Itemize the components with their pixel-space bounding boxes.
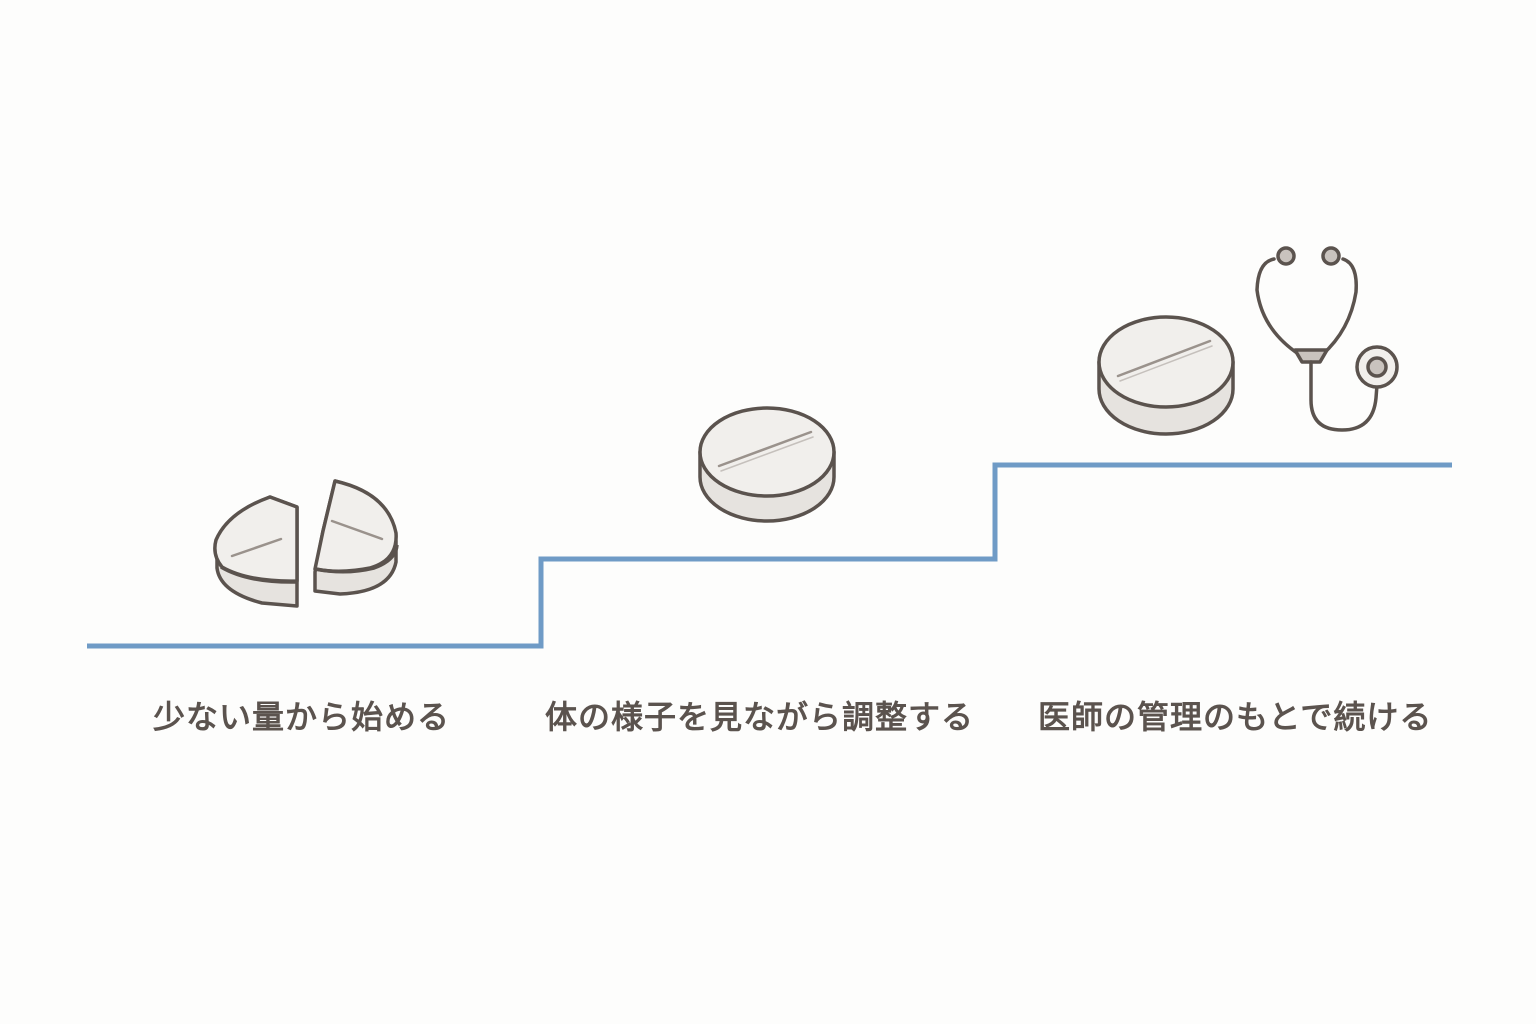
staircase-line xyxy=(87,462,1452,649)
step-2-label: 体の様子を見ながら調整する xyxy=(545,698,975,736)
pill-half-right xyxy=(313,479,399,596)
pill-icon xyxy=(698,406,836,523)
pill-icon xyxy=(1097,315,1235,436)
stethoscope-icon xyxy=(1255,246,1399,432)
pill-half-left xyxy=(213,495,299,608)
step-3-label: 医師の管理のもとで続ける xyxy=(1038,698,1433,736)
split-pill-icon xyxy=(213,479,399,608)
step-1-label: 少ない量から始める xyxy=(153,698,451,736)
